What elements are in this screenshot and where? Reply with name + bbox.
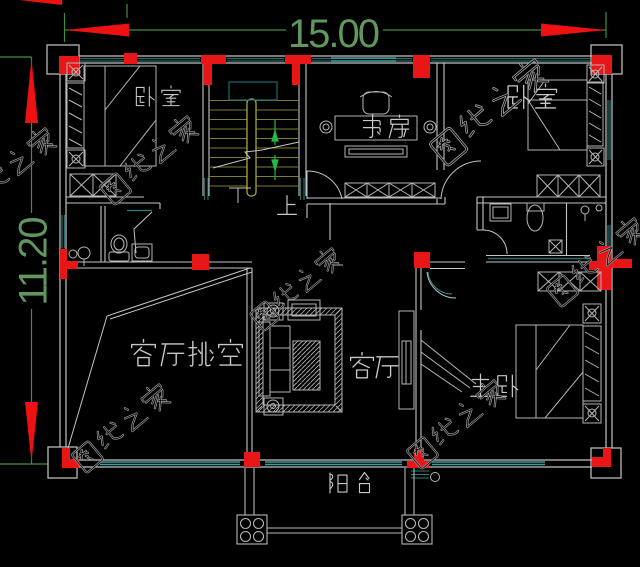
svg-text:15.00: 15.00: [288, 12, 379, 56]
svg-text:11.20: 11.20: [12, 218, 56, 306]
